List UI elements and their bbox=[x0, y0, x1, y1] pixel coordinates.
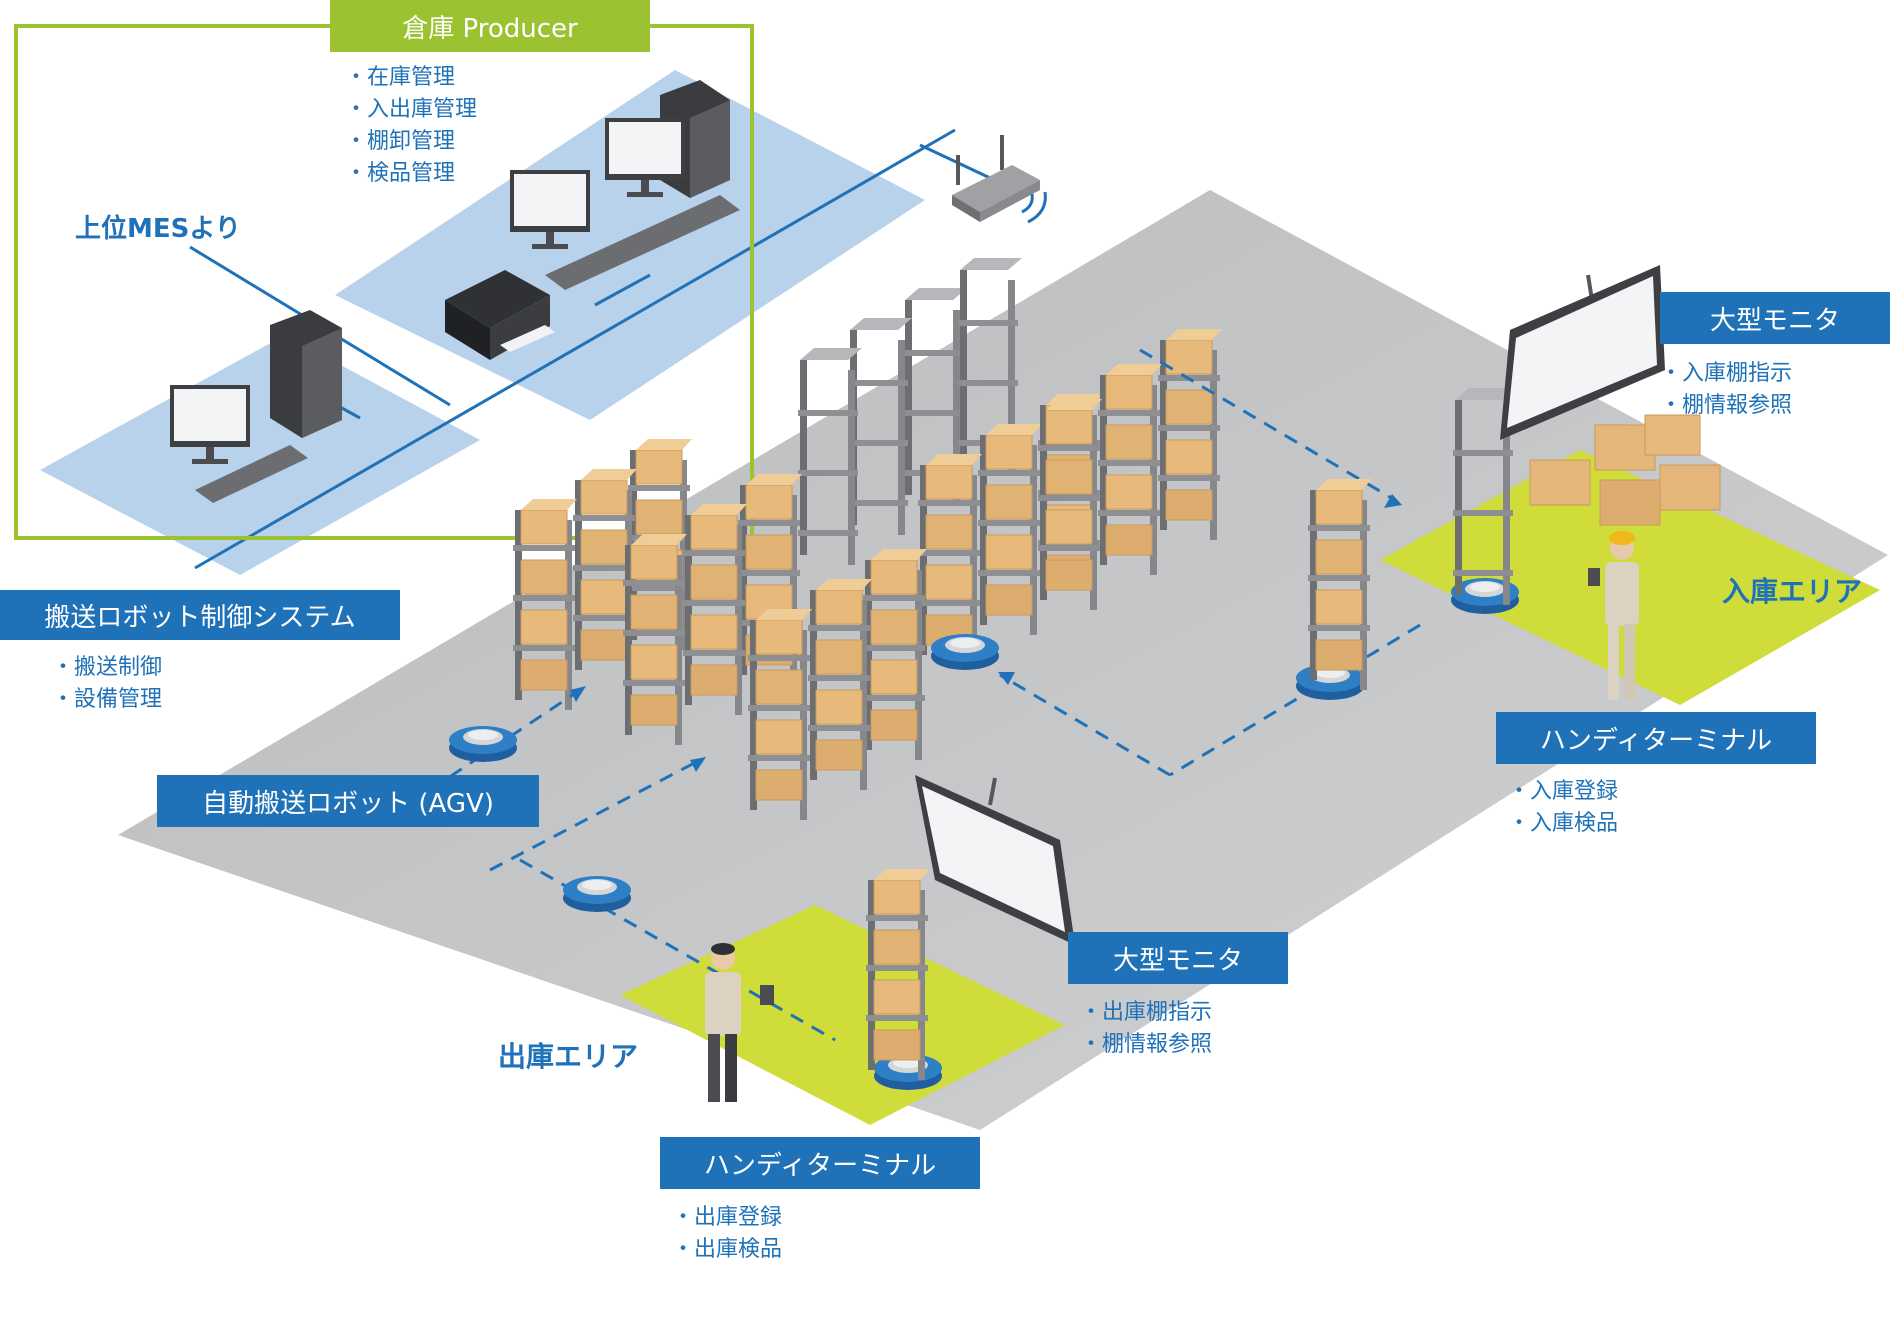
function-item: 入庫棚指示 bbox=[1660, 358, 1792, 390]
inbound-terminal-title: ハンディターミナル bbox=[1496, 712, 1816, 764]
function-item: 設備管理 bbox=[52, 684, 162, 716]
warehouse-floor bbox=[118, 190, 1888, 1130]
function-item: 搬送制御 bbox=[52, 652, 162, 684]
network-plate-control bbox=[40, 335, 480, 575]
function-item: 出庫登録 bbox=[672, 1202, 782, 1234]
robot-control-title: 搬送ロボット制御システム bbox=[0, 590, 400, 640]
large-monitor-outbound bbox=[915, 775, 1075, 945]
inbound-monitor-functions: 入庫棚指示 棚情報参照 bbox=[1660, 358, 1792, 422]
inbound-terminal-functions: 入庫登録 入庫検品 bbox=[1508, 776, 1618, 840]
outbound-area-label: 出庫エリア bbox=[498, 1040, 639, 1073]
function-item: 入庫検品 bbox=[1508, 808, 1618, 840]
function-item: 入出庫管理 bbox=[345, 94, 477, 126]
worker-outbound bbox=[705, 943, 774, 1102]
worker-inbound bbox=[1588, 531, 1639, 700]
inbound-monitor-title: 大型モニタ bbox=[1660, 292, 1890, 344]
large-monitor-inbound bbox=[1500, 265, 1665, 440]
agv-label: 自動搬送ロボット (AGV) bbox=[157, 775, 539, 827]
control-workstation bbox=[170, 310, 342, 503]
agv-route-arrows bbox=[570, 494, 1402, 772]
function-item: 棚卸管理 bbox=[345, 126, 477, 158]
pallet-boxes bbox=[1529, 414, 1721, 526]
outbound-monitor-title: 大型モニタ bbox=[1068, 932, 1288, 984]
producer-title: 倉庫 Producer bbox=[330, 0, 650, 52]
function-item: 棚情報参照 bbox=[1080, 1029, 1212, 1061]
function-item: 出庫検品 bbox=[672, 1234, 782, 1266]
function-item: 入庫登録 bbox=[1508, 776, 1618, 808]
wifi-router-icon bbox=[952, 135, 1047, 224]
outbound-terminal-functions: 出庫登録 出庫検品 bbox=[672, 1202, 782, 1266]
function-item: 在庫管理 bbox=[345, 62, 477, 94]
mes-label: 上位MESより bbox=[75, 214, 241, 244]
robot-control-functions: 搬送制御 設備管理 bbox=[52, 652, 162, 716]
function-item: 検品管理 bbox=[345, 158, 477, 190]
inbound-area-label: 入庫エリア bbox=[1722, 575, 1863, 608]
outbound-monitor-functions: 出庫棚指示 棚情報参照 bbox=[1080, 997, 1212, 1061]
function-item: 棚情報参照 bbox=[1660, 390, 1792, 422]
outbound-terminal-title: ハンディターミナル bbox=[660, 1137, 980, 1189]
server-workstation-1 bbox=[510, 80, 740, 290]
printer-icon bbox=[445, 270, 555, 360]
producer-functions: 在庫管理 入出庫管理 棚卸管理 検品管理 bbox=[345, 62, 477, 190]
function-item: 出庫棚指示 bbox=[1080, 997, 1212, 1029]
